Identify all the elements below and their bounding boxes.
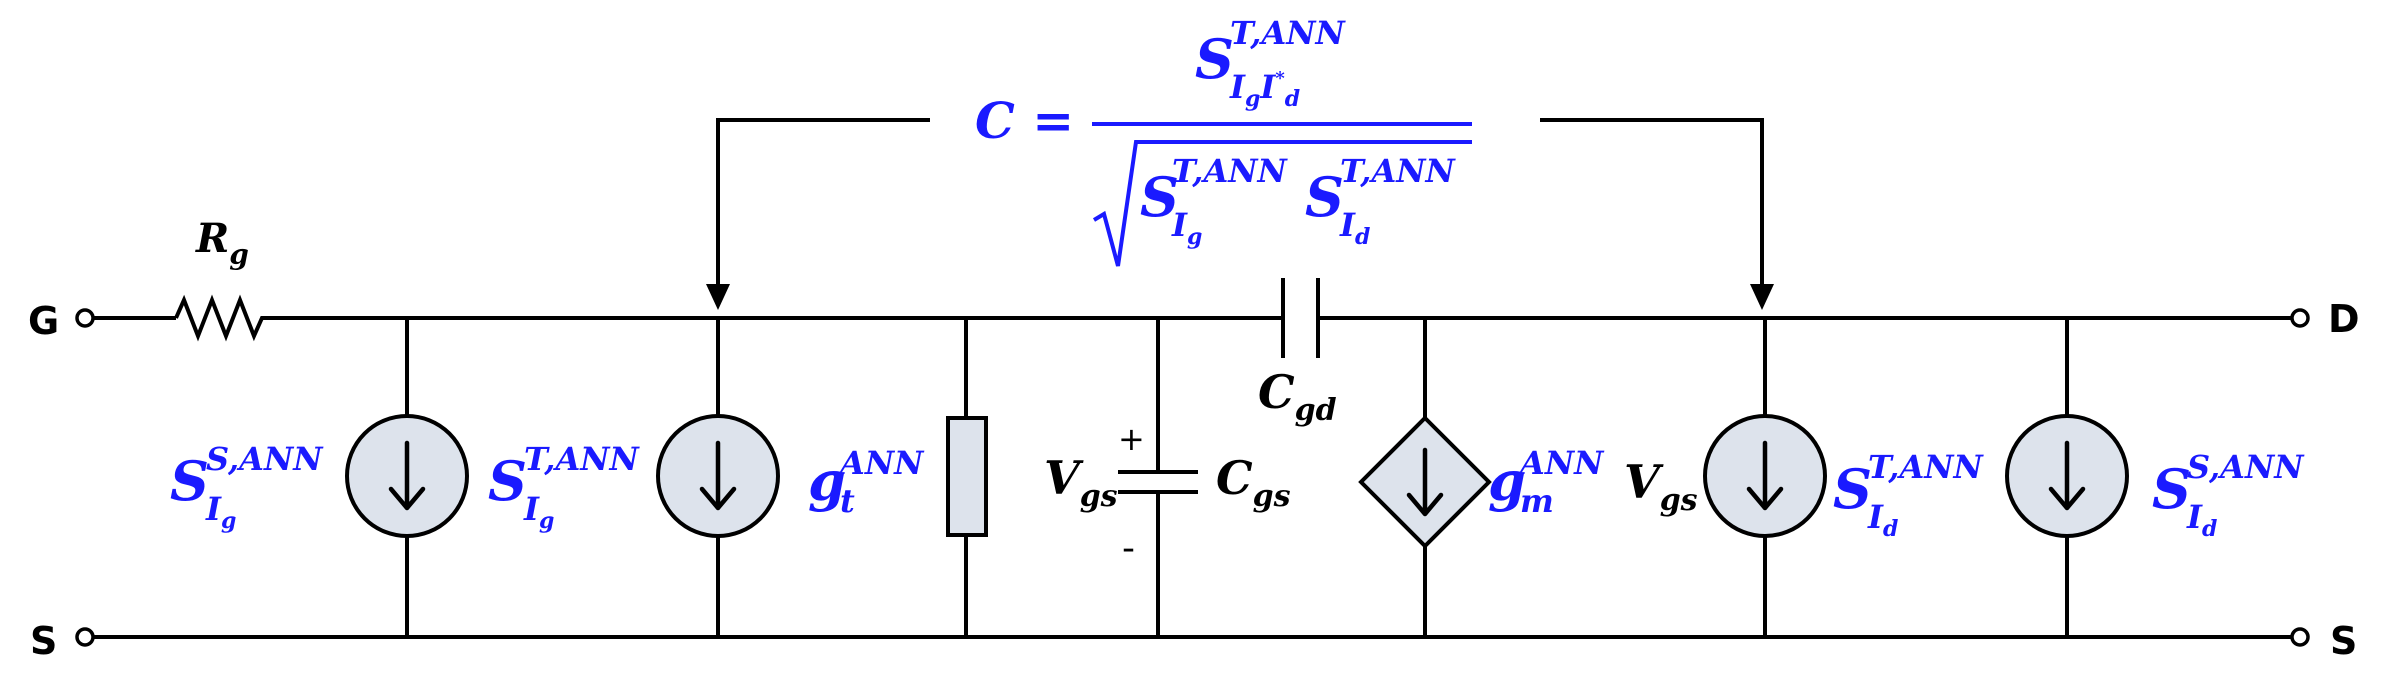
formula-numerator-sub: IgI*d: [1229, 68, 1300, 112]
svg-text:S: S: [488, 449, 527, 513]
formula-denominator-1: S: [1140, 165, 1179, 229]
source-terminal-left[interactable]: [75, 627, 95, 647]
svg-text:g: g: [1488, 449, 1526, 513]
label-cgd: Cgd: [1258, 365, 1337, 428]
svg-text:T,ANN: T,ANN: [1868, 448, 1985, 486]
label-gt-ann: g ANN t: [808, 444, 925, 520]
svg-text:ANN: ANN: [837, 444, 925, 482]
formula-numerator: S: [1195, 27, 1234, 91]
drain-label: D: [2328, 297, 2360, 341]
svg-text:Id: Id: [2186, 498, 2217, 542]
formula-radical: [1092, 140, 1472, 267]
current-source-s-id: [2005, 414, 2129, 538]
formula-denominator-1-sub: Ig: [1171, 206, 1202, 250]
svg-text:g: g: [808, 449, 846, 513]
svg-text:S: S: [2152, 457, 2191, 521]
svg-text:S: S: [170, 449, 209, 513]
label-cgs: Cgs: [1216, 451, 1291, 514]
svg-text:Ig: Ig: [523, 490, 554, 534]
svg-text:Id: Id: [1867, 498, 1898, 542]
source-terminal-right[interactable]: [2290, 627, 2310, 647]
svg-text:m: m: [1520, 482, 1554, 520]
capacitor-cgs: [1118, 470, 1198, 494]
gate-terminal[interactable]: [75, 308, 95, 328]
svg-text:Vgs: Vgs: [1624, 455, 1698, 518]
resistor-rg-label: Rg: [195, 215, 249, 271]
conductance-gt-element: [946, 416, 988, 537]
label-s-id-s-ann: S S,ANN Id: [2152, 448, 2305, 542]
label-s-ig-t-ann: S T,ANN Ig: [488, 440, 641, 534]
formula-denominator-2-sub: Id: [1339, 206, 1370, 250]
current-source-s-ig: [345, 414, 469, 538]
svg-text:Vgs: Vgs: [1044, 451, 1118, 514]
capacitor-cgd: [1281, 278, 1320, 358]
source-label-left: S: [30, 619, 57, 663]
drain-terminal[interactable]: [2290, 308, 2310, 328]
svg-text:+: +: [1118, 420, 1145, 458]
formula-denominator-2: S: [1305, 165, 1344, 229]
svg-text:Ig: Ig: [205, 490, 236, 534]
formula-numerator-sup: T,ANN: [1230, 14, 1347, 52]
svg-text:S: S: [1833, 457, 1872, 521]
formula-denominator-1-sup: T,ANN: [1172, 152, 1289, 190]
vccs-gm: [1358, 415, 1492, 549]
formula-lhs: C =: [975, 91, 1074, 150]
label-s-id-t-ann: S T,ANN Id: [1833, 448, 1985, 542]
label-vgs: + - Vgs: [1044, 420, 1145, 569]
gate-label: G: [28, 299, 59, 343]
svg-text:S,ANN: S,ANN: [206, 440, 324, 478]
formula-arrow-left: [706, 118, 930, 310]
svg-text:ANN: ANN: [1517, 444, 1605, 482]
resistor-rg: [174, 294, 270, 342]
svg-text:t: t: [840, 482, 855, 520]
label-s-ig-s-ann: S S,ANN Ig: [170, 440, 324, 534]
formula-denominator-2-sup: T,ANN: [1340, 152, 1457, 190]
coherence-formula: C = S T,ANN IgI*d S T,ANN Ig S T,ANN Id: [975, 14, 1472, 267]
svg-text:-: -: [1122, 528, 1135, 569]
svg-text:S,ANN: S,ANN: [2187, 448, 2305, 486]
formula-arrow-right: [1540, 118, 1774, 310]
source-label-right: S: [2330, 619, 2357, 663]
svg-text:T,ANN: T,ANN: [524, 440, 641, 478]
current-source-t-ig: [656, 414, 780, 538]
current-source-t-id: [1703, 414, 1827, 538]
label-gm-ann-vgs: g ANN m Vgs: [1488, 444, 1698, 520]
